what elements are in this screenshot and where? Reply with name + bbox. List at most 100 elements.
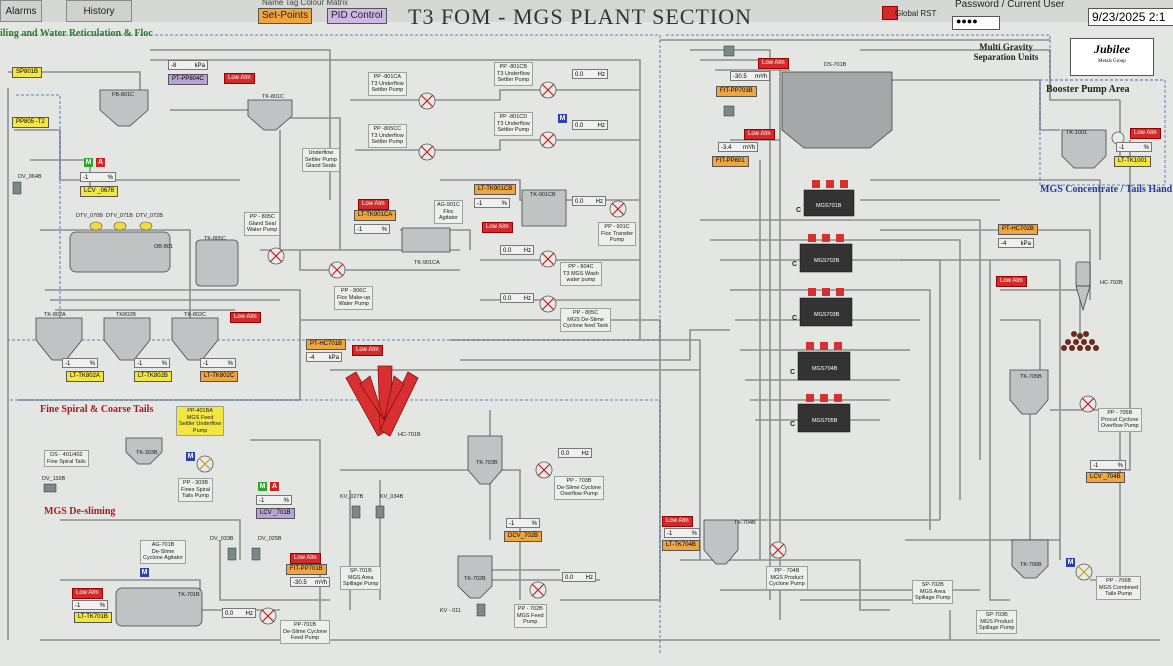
tag-lt-tk802b[interactable]: LT-TK802B <box>134 371 172 382</box>
tag-pt-hc702b[interactable]: PT-HC702B <box>998 224 1039 235</box>
section-desliming: MGS De-sliming <box>44 506 116 517</box>
mgs701b-port-c: C <box>796 207 802 214</box>
global-rst-indicator[interactable] <box>882 6 898 20</box>
manual-mode-ag701b[interactable]: M <box>140 568 149 577</box>
tag-pt-pp804c[interactable]: PT-PP804C <box>168 74 208 85</box>
tag-tk805c: TK-805C <box>204 236 227 242</box>
password-label: Password / Current User <box>955 0 1065 10</box>
tag-fit-pp701b[interactable]: FIT-PP701B <box>286 564 327 575</box>
low-alarm-fit-pp801[interactable]: Low Alm <box>744 129 775 140</box>
tank-ob801 <box>69 231 171 273</box>
tag-lt-tk802a[interactable]: LT-TK802A <box>66 371 104 382</box>
tag-tk705b: TK-705B <box>1020 374 1042 380</box>
auto-mode-lcv701b[interactable]: M <box>258 482 267 491</box>
setpoints-button[interactable]: Set-Points <box>258 8 313 24</box>
tag-lt-tk1001[interactable]: LT-TK1001 <box>1114 156 1152 167</box>
low-alarm-tk802c[interactable]: Low Alm <box>230 312 261 323</box>
tag-fit-pp801[interactable]: FIT-PP801 <box>712 156 749 167</box>
tag-lcv701b[interactable]: LCV _701B <box>256 508 295 519</box>
label-pp701b: PP-701B De-Slime Cyclone Feed Pump <box>280 620 331 644</box>
section-mgs-units: Multi Gravity Separation Units <box>973 42 1039 62</box>
tag-lt-tk901ca[interactable]: LT-TK901CA <box>354 210 397 221</box>
manual-mode-pp303b[interactable]: M <box>186 452 195 461</box>
low-alarm-tk1001[interactable]: Low Alm <box>1130 128 1161 139</box>
alarm-mode-lcv701b[interactable]: A <box>270 482 279 491</box>
page-title: T3 FOM - MGS PLANT SECTION <box>408 4 753 29</box>
low-alarm-tk901ca[interactable]: Low Alm <box>358 199 389 210</box>
alarm-mode-indicator[interactable]: A <box>96 158 105 167</box>
low-alarm-tk704b[interactable]: Low Alm <box>662 516 693 527</box>
tag-mgs704b: MGS704B <box>812 366 838 372</box>
label-ds401: DS - 401/402 Fine Spiral Tails <box>44 450 89 467</box>
tag-tk802a: TK-802A <box>44 312 66 318</box>
password-field[interactable]: ●●●● <box>952 16 1000 30</box>
label-pp806c: PP - 806C Floc Make-up Water Pump <box>334 286 374 310</box>
tag-tk706b: TK-706B <box>1020 562 1042 568</box>
label-pp703b: PP - 703B De-Slime Cyclone Overflow Pump <box>554 476 605 500</box>
tag-tk703b: TK-703B <box>476 460 498 466</box>
tag-fb801c: FB-801C <box>112 92 135 98</box>
tag-mgs703b: MGS703B <box>814 312 840 318</box>
label-pp805c2: PP - 805C MGS De-Slime Cyclone feed Tank <box>560 308 612 332</box>
label-pp801cd: PP -801CD T3 Underflow Settler Pump <box>494 112 533 136</box>
label-pp805cc: PP -805CC T3 Underflow Settler Pump <box>368 124 407 148</box>
label-pp801ca: PP -801CA T3 Underflow Settler Pump <box>368 72 407 96</box>
auto-mode-indicator[interactable]: M <box>84 158 93 167</box>
tag-kv011: KV - 011 <box>440 608 461 614</box>
low-alarm-fit-pp701b[interactable]: Low Alm <box>290 553 321 564</box>
tag-hc702b: HC-702B <box>1100 280 1123 286</box>
tank-fb801c <box>99 89 149 127</box>
tank-tk802b <box>103 317 151 361</box>
tag-tk801c: TK-801C <box>262 94 285 100</box>
label-sp703b: SP-703B MGS Product Spillage Pump <box>976 610 1018 634</box>
low-alarm-tk701b[interactable]: Low Alm <box>72 588 103 599</box>
low-alarm-hc701b[interactable]: Low Alm <box>352 345 383 356</box>
tank-tk702b <box>457 555 493 599</box>
label-pp804c: PP - 804C T3 MGS Wash water pump <box>560 262 602 286</box>
low-alarm-tk901cb[interactable]: Low Alm <box>482 222 513 233</box>
low-alarm-tk801c[interactable]: Low Alm <box>224 73 255 84</box>
tag-lt-tk901cb[interactable]: LT-TK901CB <box>474 184 517 195</box>
tag-pp805t2[interactable]: PP805 -T2 <box>12 117 49 128</box>
pid-control-button[interactable]: PID Control <box>327 8 387 24</box>
label-pp704b: PP - 704B MGS Product Cyclone Pump <box>766 566 808 590</box>
history-button[interactable]: History <box>66 0 132 22</box>
tank-tk805c <box>195 239 239 287</box>
manual-mode-pp706b[interactable]: M <box>1066 558 1075 567</box>
tag-hc701b: HC-701B <box>398 432 421 438</box>
tag-fit-pp703b[interactable]: FIT-PP703B <box>716 86 757 97</box>
tank-tk701b <box>115 587 203 627</box>
label-pp401ba[interactable]: PP-401BA MGS Feed Settler Underflow Pump <box>176 406 225 436</box>
low-alarm-fit-pp703b[interactable]: Low Alm <box>758 58 789 69</box>
tag-lcv704b[interactable]: LCV _704B <box>1086 472 1125 483</box>
tag-dcv702b[interactable]: DCV_702B <box>504 531 543 542</box>
tank-tk705b <box>1009 369 1049 415</box>
tag-tk802b: TK802B <box>116 312 136 318</box>
tag-tk901ca: TK-901CA <box>414 260 440 266</box>
tag-lt-tk701b[interactable]: LT-TK701B <box>74 612 112 623</box>
label-sp701b: SP-701B MGS Area Spillage Pump <box>340 566 382 590</box>
alarms-button[interactable]: Alarms <box>0 0 42 22</box>
tag-tk802c: TK-802C <box>184 312 207 318</box>
tank-tk901ca <box>401 227 451 253</box>
manual-mode-pp801cd[interactable]: M <box>558 114 567 123</box>
tag-lt-tk704b[interactable]: LT-TK704B <box>662 540 700 551</box>
dcv702b-value: -1% <box>506 518 540 528</box>
tag-lt-tk802c[interactable]: LT-TK802C <box>200 371 239 382</box>
colour-matrix-label: Name Tag Colour Matrix <box>262 0 349 7</box>
lcv0678-value: -1% <box>80 172 116 182</box>
tag-pt-hc701b[interactable]: PT-HC701B <box>306 339 347 350</box>
low-alarm-hc702b[interactable]: Low Alm <box>996 276 1027 287</box>
mgs702b-port-c: C <box>792 261 798 268</box>
tag-lcv0678[interactable]: LCV _0678 <box>80 186 119 197</box>
cyclone-hc702b <box>1075 261 1091 287</box>
label-gland-seals: Underflow Settler Pump Gland Seals <box>302 148 340 172</box>
lt-tk901ca-value: -1% <box>354 224 390 234</box>
tag-sp801b[interactable]: SP801B <box>12 67 43 78</box>
label-pp706b: PP - 706B MGS Combined Tails Pump <box>1096 576 1142 600</box>
tag-tk704b: TK-704B <box>734 520 756 526</box>
